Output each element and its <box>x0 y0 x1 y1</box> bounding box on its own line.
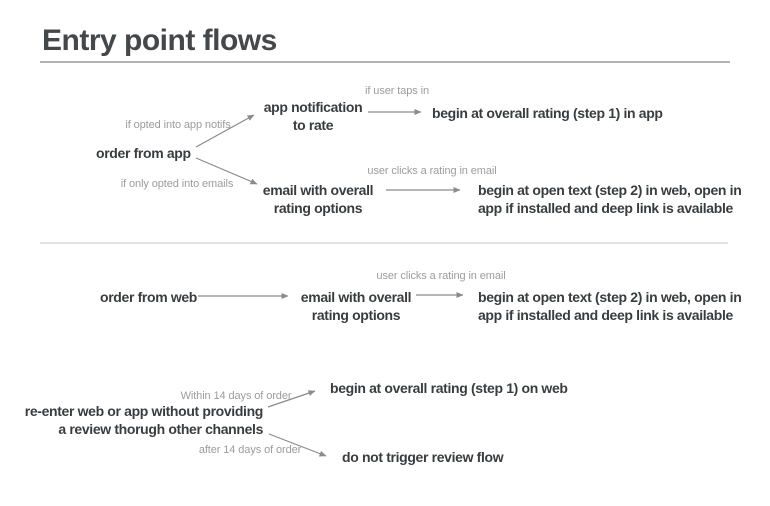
title-underline <box>40 61 730 63</box>
flow-node-email-overall-rating-web: email with overall rating options <box>300 289 412 323</box>
flow-outcome-begin-open-text-web: begin at open text (step 2) in web, open… <box>478 289 742 323</box>
edge-label-after-14-days: after 14 days of order <box>198 444 302 456</box>
edge-label-if-user-taps-in: if user taps in <box>365 85 429 97</box>
flow-node-app-notification-to-rate: app notification to rate <box>263 99 363 133</box>
flow-node-email-overall-rating-app: email with overall rating options <box>262 182 374 216</box>
flow-source-order-from-app: order from app <box>96 145 191 161</box>
section-divider <box>40 242 728 244</box>
flow-outcome-begin-overall-rating-app: begin at overall rating (step 1) in app <box>432 105 663 121</box>
flow-outcome-do-not-trigger-review: do not trigger review flow <box>342 449 504 465</box>
flow-outcome-begin-open-text-app: begin at open text (step 2) in web, open… <box>478 182 742 216</box>
page-title: Entry point flows <box>42 24 277 57</box>
flow-outcome-begin-overall-rating-web: begin at overall rating (step 1) on web <box>330 380 568 396</box>
edge-label-user-clicks-rating-email-web: user clicks a rating in email <box>376 270 506 282</box>
flow-source-order-from-web: order from web <box>100 289 198 305</box>
edge-label-if-only-opted-into-emails: if only opted into emails <box>120 178 234 190</box>
edge-label-within-14-days: Within 14 days of order <box>180 390 292 402</box>
flow-source-reenter-web-or-app: re-enter web or app without providing a … <box>24 403 264 437</box>
edge-label-if-opted-into-app-notifs: if opted into app notifs <box>125 119 231 131</box>
edge-label-user-clicks-rating-email-app: user clicks a rating in email <box>367 165 497 177</box>
